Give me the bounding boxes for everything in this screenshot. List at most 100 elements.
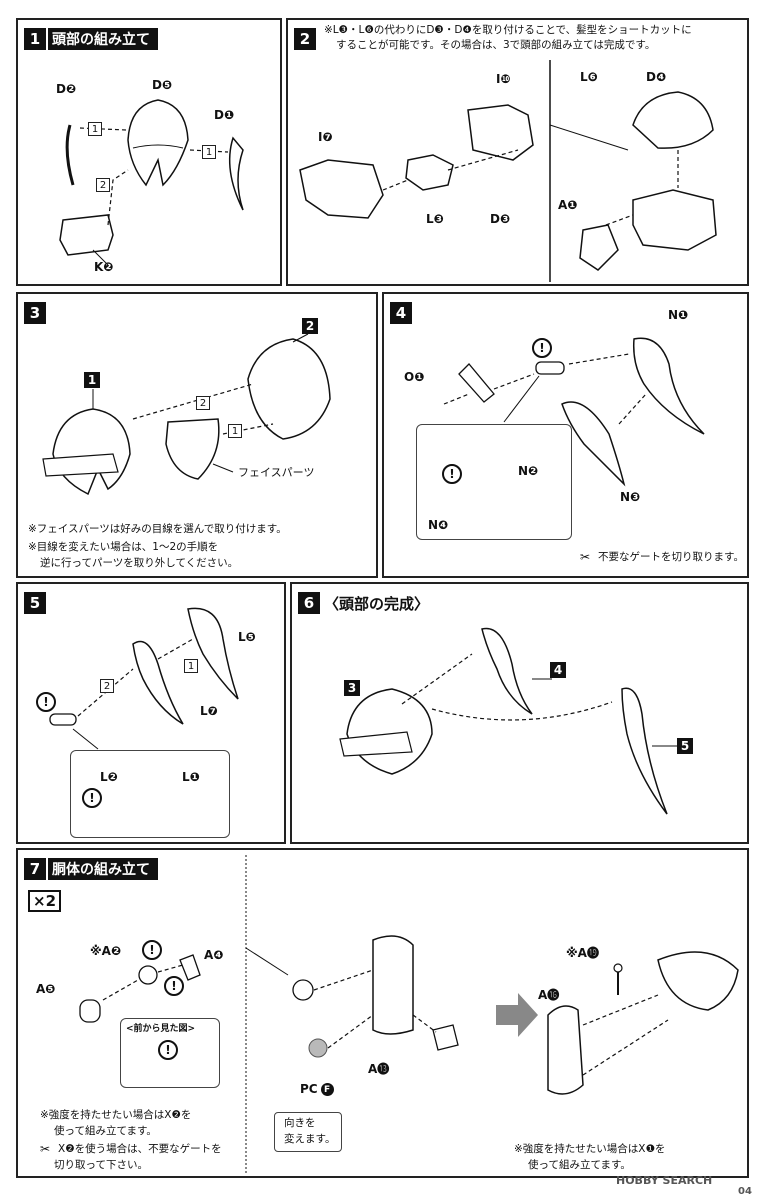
pc-label: PC bbox=[300, 1082, 318, 1096]
page-number: 04 bbox=[738, 1186, 752, 1197]
part-label-N1: N❶ bbox=[668, 308, 689, 322]
orientation-note-line1: 向きを bbox=[284, 1117, 316, 1129]
face-parts-label: フェイスパーツ bbox=[238, 466, 315, 479]
step-title: 頭部の組み立て bbox=[48, 28, 158, 50]
callout-part-4: 4 bbox=[550, 662, 566, 678]
step-number: 4 bbox=[390, 302, 412, 324]
part-label-L7: L❼ bbox=[200, 704, 218, 718]
part-label-L2: L❷ bbox=[100, 770, 118, 784]
panel-step-5: 5 2 1 ! ! L❺ L❼ L❷ L❶ bbox=[16, 582, 286, 844]
caution-icon: ! bbox=[442, 464, 462, 484]
part-label-K2: K❷ bbox=[94, 260, 114, 274]
step-7-gate-line1: X❷を使う場合は、不要なゲートを bbox=[58, 1143, 222, 1155]
step-2-note-line1: ※L❸・L❻の代わりにD❸・D❹を取り付けることで、髪型をショートカットに bbox=[324, 24, 692, 36]
order-mark-1: 1 bbox=[202, 145, 216, 159]
part-label-N3: N❸ bbox=[620, 490, 641, 504]
step-title: 胴体の組み立て bbox=[48, 858, 158, 880]
step-2-header: 2 bbox=[294, 28, 316, 50]
step-number: 2 bbox=[294, 28, 316, 50]
order-mark-1: 1 bbox=[228, 424, 242, 438]
step-number: 5 bbox=[24, 592, 46, 614]
callout-part-2: 2 bbox=[302, 318, 318, 334]
part-label-L1: L❶ bbox=[182, 770, 200, 784]
caution-icon: ! bbox=[532, 338, 552, 358]
step-7-header: 7 胴体の組み立て bbox=[24, 858, 158, 880]
torso-assembly-diagram bbox=[79, 855, 739, 1175]
part-label-A5: A❺ bbox=[36, 982, 56, 996]
part-label-D2: D❷ bbox=[56, 82, 77, 96]
callout-part-5: 5 bbox=[677, 738, 693, 754]
pc-letter-badge: F bbox=[320, 1083, 334, 1096]
panel-step-1: 1 頭部の組み立て 1 1 2 D❷ D❺ D❶ K❷ bbox=[16, 18, 282, 286]
caution-icon: ! bbox=[82, 788, 102, 808]
step-5-header: 5 bbox=[24, 592, 46, 614]
step-title: 〈頭部の完成〉 bbox=[324, 594, 430, 613]
step-7-right-note-line2: 使って組み立てます。 bbox=[528, 1159, 631, 1171]
step-number: 1 bbox=[24, 28, 46, 50]
quantity-badge: ×2 bbox=[28, 890, 62, 912]
step-3-note-line1: ※フェイスパーツは好みの目線を選んで取り付けます。 bbox=[28, 523, 287, 535]
part-label-L3: L❸ bbox=[426, 212, 444, 226]
caution-icon: ! bbox=[142, 940, 162, 960]
step-7-note-line1: ※強度を持たせたい場合はX❷を bbox=[40, 1109, 192, 1121]
orientation-note-line2: 変えます。 bbox=[284, 1133, 336, 1145]
part-label-A4: A❹ bbox=[204, 948, 224, 962]
step-2-note-line2: することが可能です。その場合は、3で頭部の組み立ては完成です。 bbox=[336, 39, 656, 51]
hair-assembly-diagram bbox=[299, 60, 717, 282]
step-3-note-line3: 逆に行ってパーツを取り外してください。 bbox=[40, 557, 239, 569]
part-label-O1: O❶ bbox=[404, 370, 425, 384]
part-label-D5: D❺ bbox=[152, 78, 173, 92]
panel-step-6: 6 〈頭部の完成〉 3 4 5 bbox=[290, 582, 749, 844]
gate-cut-icon: ✂ bbox=[40, 1142, 51, 1156]
step-4-header: 4 bbox=[390, 302, 412, 324]
panel-step-3: 3 1 2 2 1 フェイスパーツ ※フェイスパーツは好みの目線を選んで取り付け… bbox=[16, 292, 378, 578]
part-label-D4: D❹ bbox=[646, 70, 667, 84]
part-label-L5: L❺ bbox=[238, 630, 256, 644]
step-7-note-line2: 使って組み立てます。 bbox=[54, 1125, 157, 1137]
callout-part-1: 1 bbox=[84, 372, 100, 388]
part-label-A13: A⓭ bbox=[368, 1062, 390, 1076]
step-number: 6 bbox=[298, 592, 320, 614]
orientation-callout bbox=[274, 1112, 342, 1152]
part-label-N4: N❹ bbox=[428, 518, 449, 532]
part-label-L6: L❻ bbox=[580, 70, 598, 84]
part-label-A16: A⓰ bbox=[538, 988, 560, 1002]
step-1-header: 1 頭部の組み立て bbox=[24, 28, 158, 50]
caution-icon: ! bbox=[158, 1040, 178, 1060]
order-mark-1: 1 bbox=[184, 659, 198, 673]
step-number: 3 bbox=[24, 302, 46, 324]
step-7-gate-line2: 切り取って下さい。 bbox=[54, 1159, 148, 1171]
caution-icon: ! bbox=[36, 692, 56, 712]
panel-step-2: 2 ※L❸・L❻の代わりにD❸・D❹を取り付けることで、髪型をショートカットに … bbox=[286, 18, 749, 286]
part-label-A1: A❶ bbox=[558, 198, 578, 212]
part-label-D1: D❶ bbox=[214, 108, 235, 122]
part-label-I7: I❼ bbox=[318, 130, 333, 144]
order-mark-1: 1 bbox=[88, 122, 102, 136]
gate-cut-icon: ✂ bbox=[580, 550, 591, 564]
head-complete-diagram bbox=[339, 627, 677, 815]
order-mark-2: 2 bbox=[196, 396, 210, 410]
gate-cut-note: 不要なゲートを切り取ります。 bbox=[598, 551, 744, 563]
step-7-right-note-line1: ※強度を持たせたい場合はX❶を bbox=[514, 1143, 666, 1155]
step-3-header: 3 bbox=[24, 302, 46, 324]
part-label-D3: D❸ bbox=[490, 212, 511, 226]
step-3-note-line2: ※目線を変えたい場合は、1〜2の手順を bbox=[28, 541, 219, 553]
step-6-header: 6 〈頭部の完成〉 bbox=[298, 592, 429, 614]
panel-step-4: 4 ! ! N❶ O❶ N❷ N❹ N❸ ✂ 不要なゲートを切り取ります。 bbox=[382, 292, 749, 578]
detail-callout-box bbox=[416, 424, 572, 540]
front-view-label: <前から見た図> bbox=[126, 1024, 196, 1034]
part-label-A2: ※A❷ bbox=[90, 944, 122, 958]
callout-part-3: 3 bbox=[344, 680, 360, 696]
caution-icon: ! bbox=[164, 976, 184, 996]
panel-step-7: 7 胴体の組み立て ×2 <前から見た図> ! ! ! ※A❷ A❺ A❹ ※強… bbox=[16, 848, 749, 1178]
hobby-search-watermark: HOBBY SEARCH bbox=[616, 1174, 713, 1187]
order-mark-2: 2 bbox=[96, 178, 110, 192]
part-label-N2: N❷ bbox=[518, 464, 539, 478]
face-assembly-diagram bbox=[42, 333, 331, 496]
part-label-I10: I❿ bbox=[496, 72, 511, 86]
step-number: 7 bbox=[24, 858, 46, 880]
part-label-A19: ※A⓳ bbox=[566, 946, 599, 960]
head-assembly-diagram bbox=[59, 99, 244, 266]
